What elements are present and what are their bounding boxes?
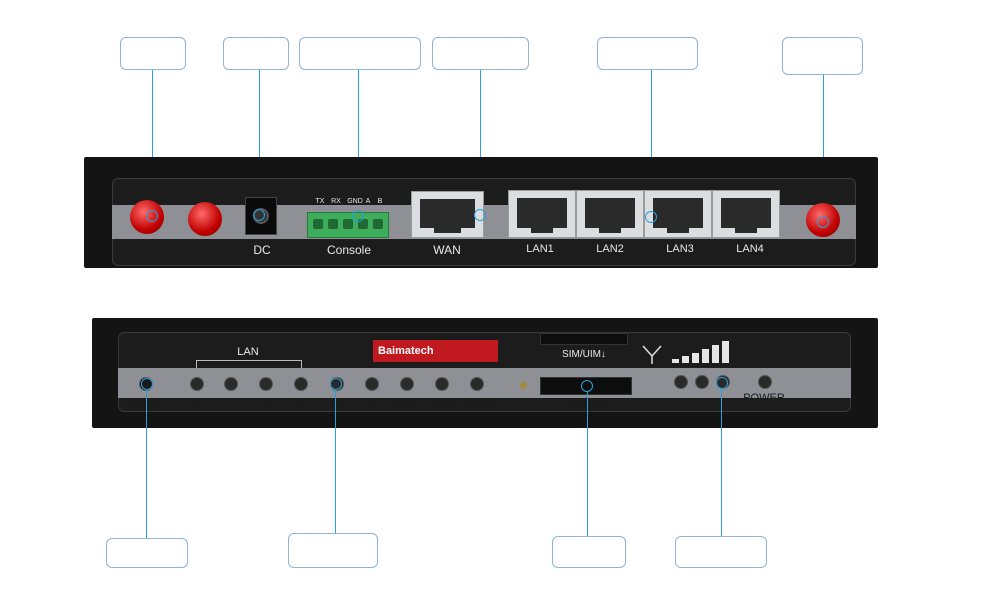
leader-lan (651, 70, 652, 215)
signal-led (674, 375, 688, 389)
lan-led (294, 377, 308, 391)
leader-sim (587, 392, 588, 536)
callout-signal (675, 536, 767, 568)
power-label: POWER (743, 392, 785, 404)
console-pin-a: A (365, 198, 371, 205)
lan-port-1 (508, 190, 576, 238)
callout-lan (597, 37, 698, 70)
alarm-led-label: ALARM (394, 399, 420, 406)
callout-reset (106, 538, 188, 568)
lan-group-bracket (196, 360, 302, 368)
lan-led-label: 4 (193, 397, 201, 409)
callout-wan (432, 37, 529, 70)
lan-port-label: LAN1 (526, 243, 554, 255)
lan-port-3 (644, 190, 712, 238)
callout-antenna-left (120, 37, 186, 70)
pointer-ring (716, 377, 728, 389)
wan-port (411, 191, 484, 238)
leader-antenna-right (823, 75, 824, 221)
console-label: Console (326, 243, 372, 257)
wifi-led-label: WIFI (364, 399, 380, 406)
leader-signal (721, 389, 722, 536)
wifi-led (365, 377, 379, 391)
lan-port-label: LAN3 (666, 243, 694, 255)
pointer-ring (817, 216, 829, 228)
signal-bars-icon (672, 341, 736, 363)
pointer-ring (645, 211, 657, 223)
leader-antenna-left (152, 70, 153, 215)
pointer-ring (146, 210, 158, 222)
pointer-ring (141, 378, 153, 390)
lan-led (190, 377, 204, 391)
lan-port-label: LAN2 (596, 243, 624, 255)
lan-led (224, 377, 238, 391)
leader-status-leds (335, 390, 336, 533)
pointer-ring (330, 378, 342, 390)
brand-logo: Baimatech (373, 340, 498, 362)
pointer-ring (581, 380, 593, 392)
callout-sim (552, 536, 626, 568)
brand-logo-text: Baimatech (378, 345, 434, 357)
console-pin-rx: RX (331, 198, 341, 205)
lan-port-2 (576, 190, 644, 238)
console-pin-gnd: GND (347, 198, 363, 205)
console-pin-b: B (377, 198, 383, 205)
lan-led-label: 1 (297, 397, 305, 409)
signal-antenna-icon (642, 345, 662, 364)
lan-led-label: 3 (227, 397, 235, 409)
leader-wan (480, 70, 481, 215)
leader-reset (146, 390, 147, 538)
antenna-icon (188, 202, 222, 236)
pointer-ring (253, 209, 265, 221)
dc-label: DC (253, 243, 271, 257)
callout-status-leds (288, 533, 378, 568)
lan-led (259, 377, 273, 391)
system-led (470, 377, 484, 391)
online-led-label: ONLINE (428, 399, 456, 406)
signal-led (695, 375, 709, 389)
pointer-ring (474, 209, 486, 221)
sim-slot-upper (540, 333, 628, 345)
sim-label-lower: SIM/UIM↓ (550, 397, 626, 408)
sim-label-upper: SIM/UIM↓ (562, 349, 606, 360)
lan-group-label: LAN (237, 346, 259, 358)
power-led (758, 375, 772, 389)
callout-antenna-right (782, 37, 863, 75)
lan-led-label: 2 (262, 397, 270, 409)
alarm-led (400, 377, 414, 391)
console-pin-tx: TX (315, 198, 325, 205)
wan-label: WAN (433, 243, 461, 257)
online-led (435, 377, 449, 391)
callout-console (299, 37, 421, 70)
lan-port-4 (712, 190, 780, 238)
wan-led-label: WAN (328, 399, 346, 406)
leader-console (358, 70, 359, 215)
callout-dc (223, 37, 289, 70)
lan-port-label: LAN4 (736, 243, 764, 255)
leader-dc (259, 70, 260, 215)
system-led-label: SYSTEM (463, 399, 493, 406)
screw-icon (520, 382, 527, 389)
console-terminal-block (307, 212, 389, 238)
reset-label: Reset (132, 398, 162, 410)
pointer-ring (352, 210, 364, 222)
